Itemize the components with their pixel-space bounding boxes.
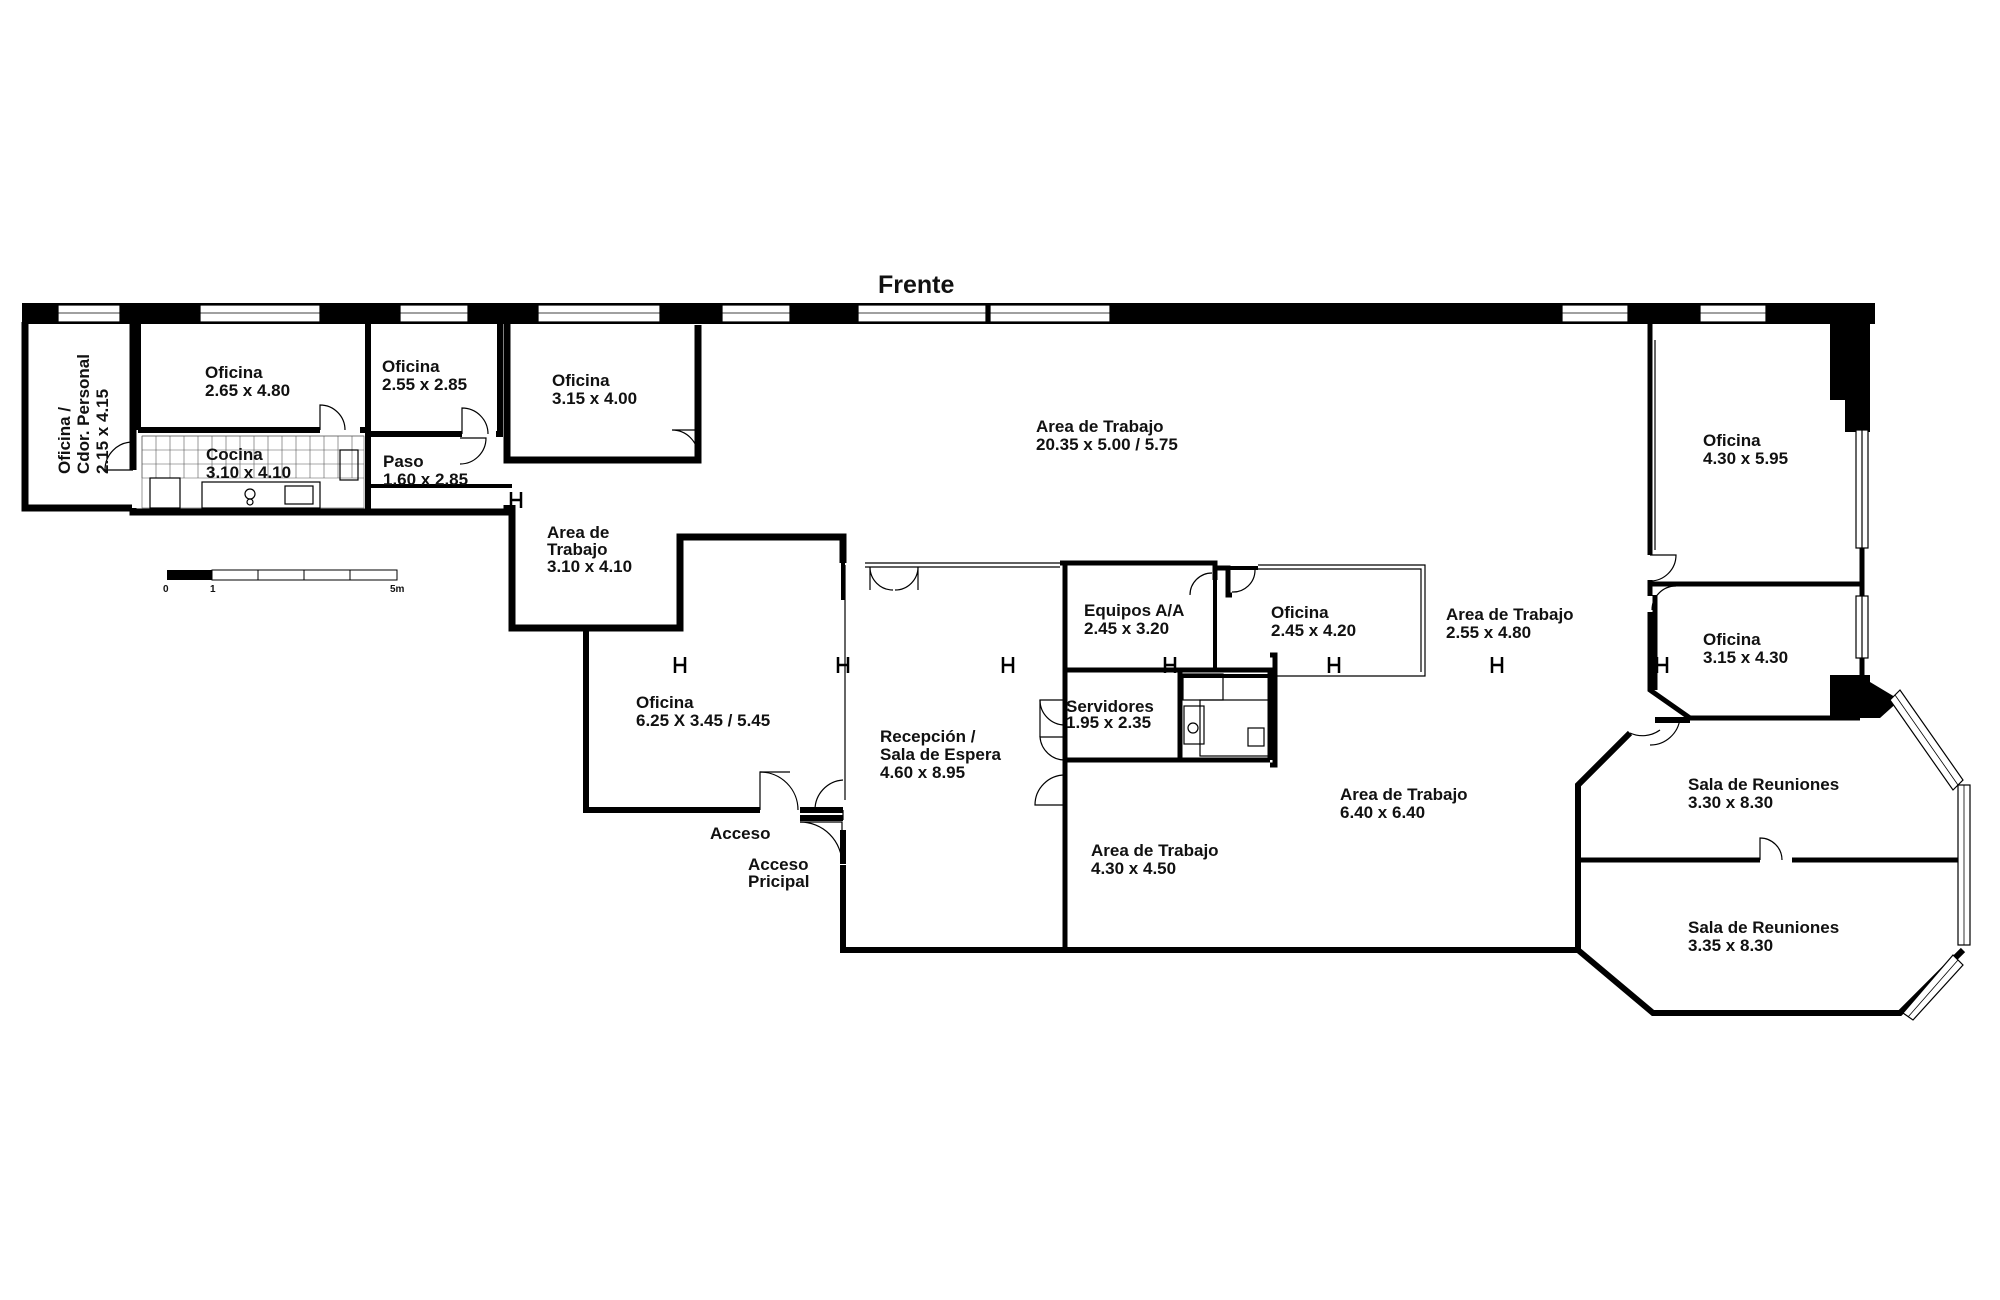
kitchen-appliances [149, 449, 359, 509]
room-dims-oficina-430: 4.30 x 5.95 [1703, 449, 1788, 468]
room-label-recepcion: Recepción / [880, 727, 976, 746]
room-label2-recepcion: Sala de Espera [880, 745, 1002, 764]
room-label-servidores: Servidores [1066, 697, 1154, 716]
scale-tick-1: 1 [210, 584, 216, 595]
room-dims-sala-reuniones-335: 3.35 x 8.30 [1688, 936, 1773, 955]
kitchen-tiles [141, 435, 365, 509]
room-label-equipos: Equipos A/A [1084, 601, 1184, 620]
room-label-oficina-265: Oficina [205, 363, 263, 382]
room-dims-area-trabajo-640: 6.40 x 6.40 [1340, 803, 1425, 822]
frente-title: Frente [878, 271, 955, 299]
room-dims-recepcion: 4.60 x 8.95 [880, 763, 965, 782]
room-dims-servidores: 1.95 x 2.35 [1066, 713, 1151, 732]
door-swings-left [104, 404, 699, 471]
column-markers [509, 492, 1669, 673]
room-label-oficina-245: Oficina [1271, 603, 1329, 622]
room-dims-oficina-315b: 3.15 x 4.30 [1703, 648, 1788, 667]
room-label2-area-trabajo-310: Trabajo [547, 540, 607, 559]
room-label-area-trabajo-310: Area de [547, 523, 609, 542]
oficina-245-walls [1215, 564, 1426, 677]
door-swings-right [869, 554, 1681, 806]
room-label-area-trabajo-640: Area de Trabajo [1340, 785, 1468, 804]
room-label-sala-reuniones-335: Sala de Reuniones [1688, 918, 1839, 937]
facade-wall [22, 303, 1875, 324]
room-dims-area-trabajo-main: 20.35 x 5.00 / 5.75 [1036, 435, 1178, 454]
room-label-oficina-315b: Oficina [1703, 630, 1761, 649]
room-label-area-trabajo-430: Area de Trabajo [1091, 841, 1219, 860]
label-acceso: Acceso [710, 824, 770, 843]
room-dims-oficina-625: 6.25 X 3.45 / 5.45 [636, 711, 770, 730]
room-dims-sala-reuniones-330: 3.30 x 8.30 [1688, 793, 1773, 812]
room-dims-oficina-255: 2.55 x 2.85 [382, 375, 467, 394]
right-windows [1855, 429, 1869, 659]
room-dims-area-trabajo-255: 2.55 x 4.80 [1446, 623, 1531, 642]
room-dims-paso: 1.60 x 2.85 [383, 470, 468, 489]
right-columns [1830, 322, 1900, 718]
room-labels: Oficina / Cdor. Personal 2.15 x 4.15 Ofi… [55, 354, 1839, 955]
room-dims-area-trabajo-430: 4.30 x 4.50 [1091, 859, 1176, 878]
acceso-doors [799, 779, 846, 865]
room-label-oficina-430: Oficina [1703, 431, 1761, 450]
room-label-area-trabajo-255: Area de Trabajo [1446, 605, 1574, 624]
svg-text:2.15 x 4.15: 2.15 x 4.15 [93, 389, 112, 474]
room-dims-cocina: 3.10 x 4.10 [206, 463, 291, 482]
room-dims-oficina-265: 2.65 x 4.80 [205, 381, 290, 400]
label-acceso-principal-2: Pricipal [748, 872, 809, 891]
room-label-oficina-315: Oficina [552, 371, 610, 390]
room-dims-equipos: 2.45 x 3.20 [1084, 619, 1169, 638]
svg-text:Oficina /: Oficina / [55, 407, 74, 474]
room-label-sala-reuniones-330: Sala de Reuniones [1688, 775, 1839, 794]
svg-text:Cdor. Personal: Cdor. Personal [74, 354, 93, 474]
room-label-oficina-625: Oficina [636, 693, 694, 712]
sala-reuniones-walls [1575, 689, 1971, 1021]
room-label-cocina: Cocina [206, 445, 263, 464]
scale-tick-5m: 5m [390, 584, 405, 595]
scale-tick-0: 0 [163, 584, 169, 595]
label-acceso-principal-1: Acceso [748, 855, 808, 874]
scale-bar: 0 1 5m [163, 569, 405, 595]
room-label-area-trabajo-main: Area de Trabajo [1036, 417, 1164, 436]
room-dims-area-trabajo-310: 3.10 x 4.10 [547, 557, 632, 576]
room-dims-oficina-245: 2.45 x 4.20 [1271, 621, 1356, 640]
bathroom [1177, 672, 1271, 762]
room-dims-oficina-315: 3.15 x 4.00 [552, 389, 637, 408]
left-wing-walls [21, 322, 702, 516]
room-label-oficina-255: Oficina [382, 357, 440, 376]
center-left-walls [508, 505, 847, 813]
room-label-oficina-cdor: Oficina / Cdor. Personal 2.15 x 4.15 [55, 354, 112, 474]
room-label-paso: Paso [383, 452, 424, 471]
